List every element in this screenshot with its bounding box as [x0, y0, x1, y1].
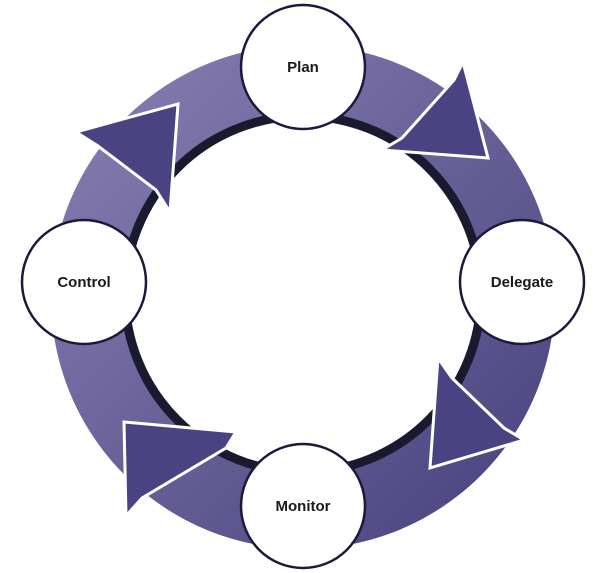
node-monitor: Monitor: [239, 442, 367, 570]
node-delegate: Delegate: [458, 218, 586, 346]
node-monitor-label: Monitor: [276, 498, 331, 515]
cycle-arrowheads: [72, 57, 528, 520]
node-control: Control: [20, 218, 148, 346]
node-plan-label: Plan: [287, 59, 319, 76]
arrowhead-plan-to-delegate: [377, 57, 490, 160]
node-plan-circle: [239, 3, 367, 131]
node-control-label: Control: [57, 274, 110, 291]
arrowhead-monitor-to-control: [122, 420, 239, 520]
node-delegate-circle: [458, 218, 586, 346]
arrowhead-delegate-to-monitor: [428, 353, 528, 471]
node-control-circle: [20, 218, 148, 346]
node-delegate-label: Delegate: [491, 274, 554, 291]
node-monitor-circle: [239, 442, 367, 570]
ring-inner-edge: [120, 111, 486, 477]
node-plan: Plan: [239, 3, 367, 131]
arrowhead-control-to-plan: [72, 101, 180, 217]
